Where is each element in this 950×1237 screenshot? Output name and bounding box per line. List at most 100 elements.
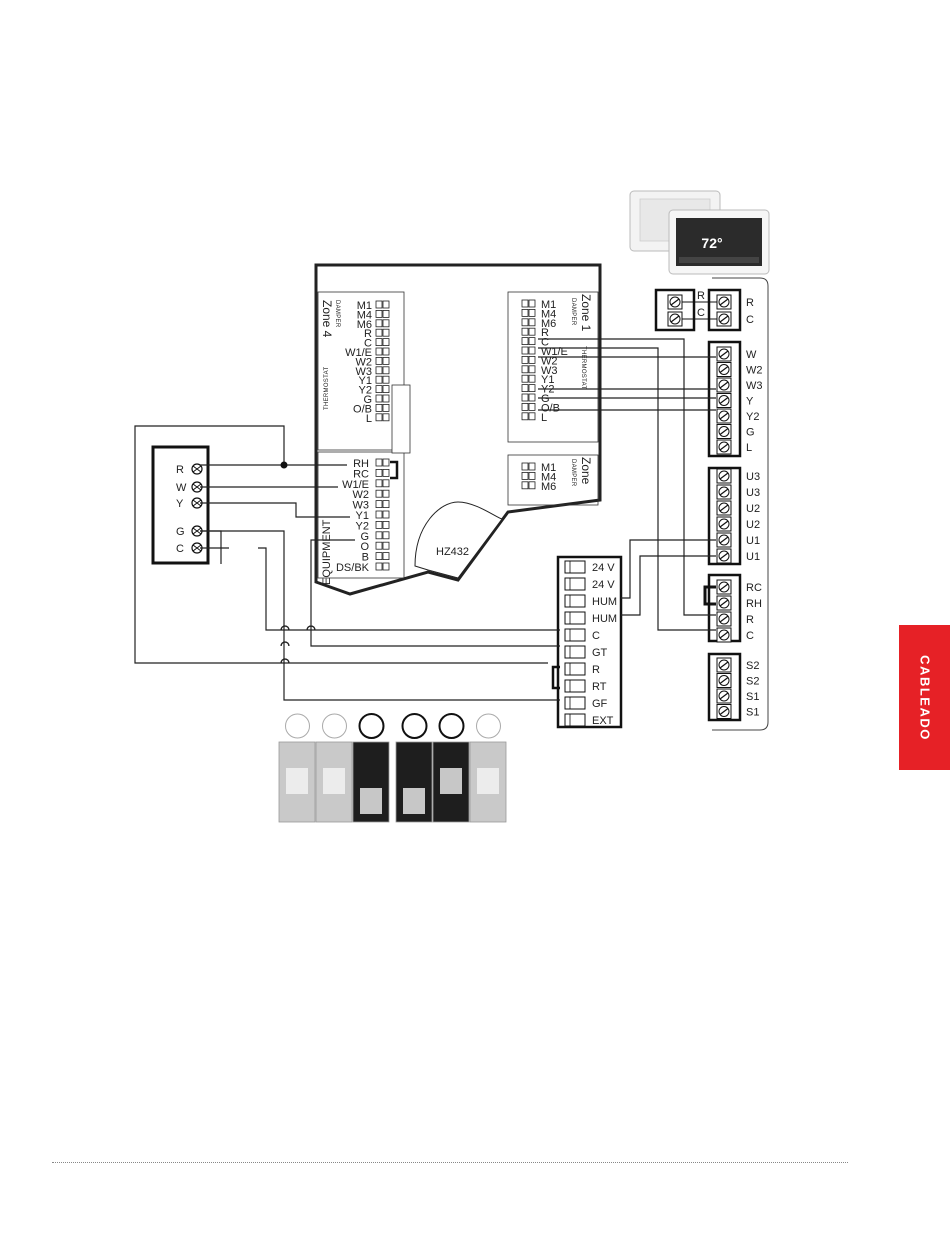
- module-terminal-screw: [564, 611, 586, 625]
- base-terminal-label: U2: [746, 519, 760, 531]
- zone4-terminal-square: [382, 309, 390, 318]
- zone1-terminal-square: [528, 346, 536, 355]
- equipment-terminal-square: [375, 552, 383, 560]
- base-terminal-label: C: [697, 307, 705, 319]
- zone4-terminal-label: L: [366, 413, 372, 425]
- zone1-thermostat-label: THERMOSTAT: [580, 346, 586, 389]
- zone4-terminal-square: [375, 309, 383, 318]
- equipment-terminal-square: [375, 521, 383, 529]
- section-tab: CABLEADO: [899, 625, 950, 770]
- base-rc-rh-jumper: [703, 585, 716, 606]
- base-terminal-label: G: [746, 427, 755, 439]
- equipment-terminal-label: W3: [353, 500, 370, 512]
- thermostat-base-outline: [712, 277, 769, 731]
- zone4-terminal-square: [375, 300, 383, 309]
- zone4-terminal-square: [382, 319, 390, 328]
- module-terminal-screw: [564, 696, 586, 710]
- zone1-terminal-square: [528, 412, 536, 421]
- equipment-terminal-square: [375, 531, 383, 540]
- module-terminal-screw: [564, 560, 586, 574]
- zone4-terminal-square: [382, 403, 390, 412]
- zone4-terminal-label: C: [364, 338, 372, 350]
- base-terminal-label: R: [746, 297, 754, 309]
- zone4-terminal-square: [382, 328, 390, 337]
- module-terminal-screw: [564, 594, 586, 608]
- zone1-terminal-label: W1/E: [541, 346, 568, 358]
- model-label: HZ432: [436, 546, 469, 558]
- zone4-terminal-label: M4: [357, 309, 372, 321]
- module-terminal-label: HUM: [592, 596, 617, 608]
- zone1-terminal-label: L: [541, 412, 547, 424]
- base-block2: [707, 466, 742, 566]
- zone1-terminal-square: [521, 384, 529, 393]
- furnace-terminal-label: G: [176, 526, 185, 538]
- zone1-terminal-label: Y1: [541, 374, 554, 386]
- zone4-terminal-label: O/B: [353, 403, 372, 415]
- dip-indicator: [476, 713, 501, 739]
- zone4-terminal-square: [375, 366, 383, 375]
- zone4-terminal-square: [382, 338, 390, 347]
- zone4-terminal-label: G: [363, 394, 372, 406]
- module-terminal-label: C: [592, 630, 600, 642]
- zone1-terminal-square: [521, 299, 529, 308]
- zone4-thermostat-label: THERMOSTAT: [324, 367, 330, 410]
- zone4-terminal-label: W3: [356, 366, 373, 378]
- equipment-terminal-square: [382, 541, 390, 550]
- module-terminal-label: GF: [592, 698, 608, 710]
- zone1-terminal-square: [528, 299, 536, 308]
- zone4-terminal-square: [382, 300, 390, 309]
- zone4-terminal-square: [375, 328, 383, 337]
- base-terminal-label: U3: [746, 471, 760, 483]
- zone1-terminal-square: [528, 337, 536, 346]
- module-terminal-screw: [564, 628, 586, 642]
- zone2-terminal-label: M4: [541, 471, 556, 483]
- module-terminal-label: RT: [592, 681, 607, 693]
- zone4-terminal-square: [375, 403, 383, 412]
- zone4-terminal-square: [375, 375, 383, 384]
- zone4-terminal-label: Y2: [359, 385, 372, 397]
- zone1-terminal-label: M1: [541, 299, 556, 311]
- equipment-terminal-square: [375, 510, 383, 519]
- zone1-terminal-label: G: [541, 393, 550, 405]
- zone2-terminal-square: [528, 462, 536, 471]
- zone1-terminal-square: [521, 346, 529, 355]
- zone2-title: Zone: [579, 457, 593, 485]
- section-tab-label: CABLEADO: [917, 654, 932, 741]
- module-terminal-label: GT: [592, 647, 608, 659]
- zone1-terminal-square: [521, 327, 529, 336]
- module-terminal-label: 24 V: [592, 562, 615, 574]
- base-terminal-label: C: [746, 314, 754, 326]
- base-terminal-label: RH: [746, 598, 762, 610]
- module-terminal-label: R: [592, 664, 600, 676]
- dip-switch-slider: [323, 768, 345, 794]
- equipment-terminal-square: [382, 521, 390, 529]
- equipment-terminal-label: DS/BK: [336, 562, 370, 574]
- furnace-terminal-label: R: [176, 464, 184, 476]
- module-terminal-screw: [564, 713, 586, 727]
- base-terminal-label: W2: [746, 365, 763, 377]
- equipment-terminal-square: [375, 479, 383, 488]
- zone1-terminal-square: [528, 308, 536, 317]
- rh-rc-jumper: [390, 460, 399, 480]
- base-terminal-label: R: [697, 290, 705, 302]
- zone1-terminal-square: [528, 402, 536, 411]
- dip-switch-slider: [477, 768, 499, 794]
- dip-switch-slider: [403, 788, 425, 814]
- zone4-terminal-square: [375, 385, 383, 394]
- module-terminal-screw: [564, 662, 586, 676]
- base-terminal-label: Y: [746, 396, 754, 408]
- equipment-terminal-label: Y1: [356, 510, 369, 522]
- zone1-terminal-square: [528, 384, 536, 393]
- footer-divider: [52, 1162, 848, 1163]
- equipment-terminal-square: [382, 468, 390, 477]
- zone2-terminal-square: [528, 481, 536, 490]
- dip-indicator: [358, 713, 385, 739]
- zone4-terminal-square: [382, 366, 390, 375]
- zone4-terminal-label: M1: [357, 300, 372, 312]
- zone1-terminal-square: [521, 318, 529, 327]
- equipment-terminal-label: G: [360, 531, 369, 543]
- zone2-terminal-label: M1: [541, 462, 556, 474]
